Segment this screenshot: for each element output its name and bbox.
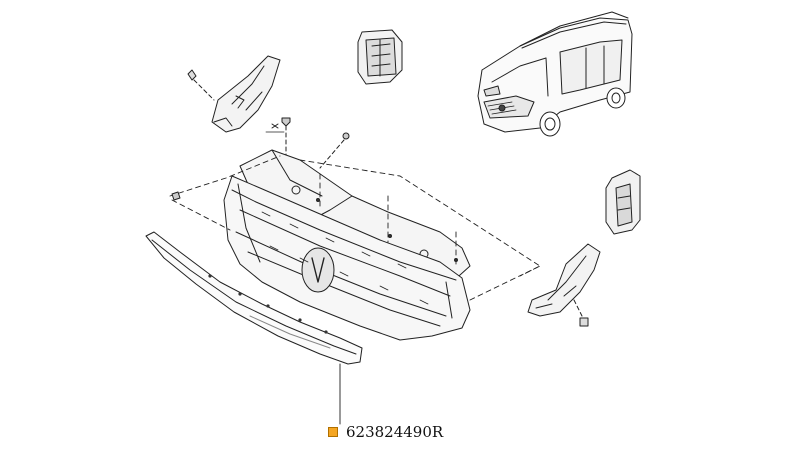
part-marker-icon — [328, 427, 338, 437]
radiator-grille — [223, 175, 471, 341]
upper-left-bracket — [187, 55, 281, 133]
part-number[interactable]: 623824490R — [346, 423, 444, 441]
part-callout: 623824490R — [328, 422, 443, 442]
right-side-clip — [605, 169, 641, 235]
vehicle-illustration — [477, 11, 633, 137]
assembly-guide-lines — [169, 155, 541, 301]
chrome-trim-strip — [145, 231, 363, 425]
right-lower-bracket — [527, 243, 601, 327]
bracket-clip-top — [357, 29, 403, 85]
clip-left — [171, 191, 181, 201]
screw-fastener — [265, 117, 350, 169]
